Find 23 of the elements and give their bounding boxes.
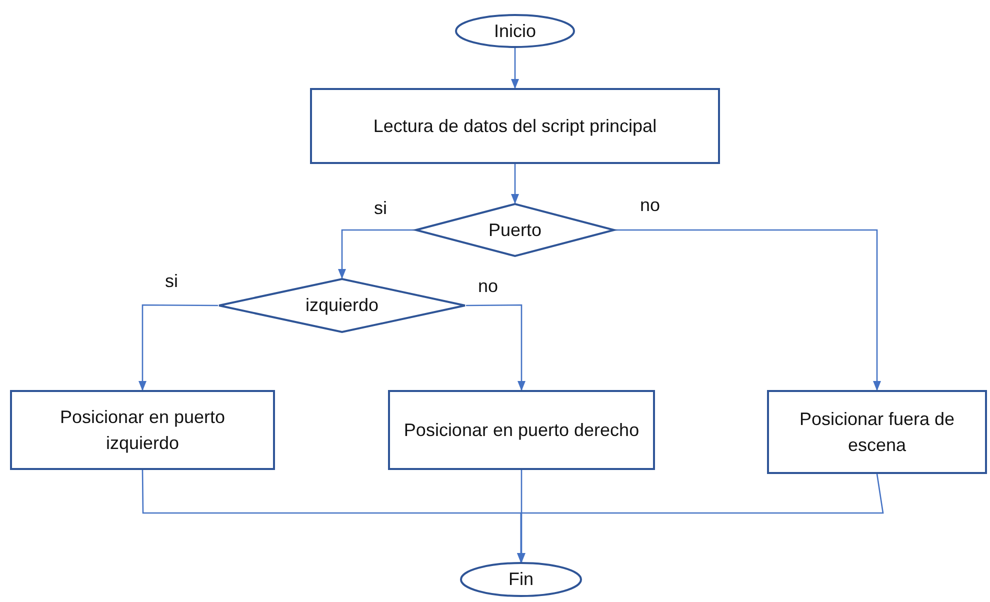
- process-box: [10, 390, 275, 470]
- decision-diamond: [218, 278, 466, 333]
- process-box: [388, 390, 655, 470]
- arrow: [466, 304, 526, 391]
- node-text: Fin: [508, 568, 534, 592]
- arrow: [338, 229, 415, 279]
- process-box: [767, 390, 987, 474]
- arrow: [615, 229, 881, 391]
- arrow: [517, 474, 884, 563]
- node-text: Lectura de datos del script principal: [373, 114, 657, 138]
- start-terminal: [455, 14, 575, 48]
- arrow: [511, 164, 519, 204]
- node-text: Posicionar en puerto izquierdo: [58, 406, 226, 455]
- decision-diamond: [415, 203, 615, 257]
- end-terminal: [460, 562, 582, 597]
- node-text: Puerto: [488, 218, 542, 242]
- node-text: Posicionar en puerto derecho: [404, 418, 640, 442]
- node-text: Posicionar fuera de escena: [798, 408, 956, 457]
- arrow: [511, 48, 519, 89]
- process-box: [310, 88, 720, 164]
- arrow: [138, 304, 218, 391]
- node-text: Inicio: [494, 20, 536, 43]
- node-text: izquierdo: [305, 294, 379, 318]
